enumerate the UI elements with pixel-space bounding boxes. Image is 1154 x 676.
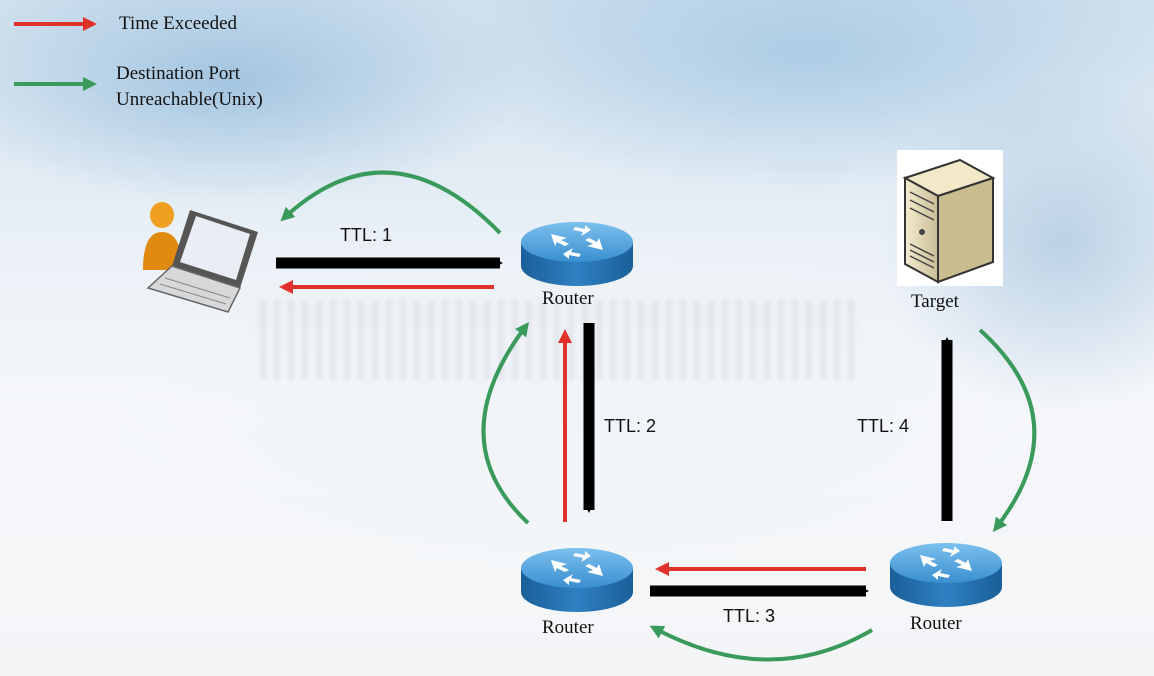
ttl-3-label: TTL: 3: [723, 606, 776, 626]
router-icon: [521, 548, 633, 612]
legend-dest-unreachable-label-line1: Destination Port: [116, 63, 241, 84]
dest-unreachable-arrow-4: [978, 328, 1037, 532]
legend-time-exceeded-label: Time Exceeded: [119, 13, 238, 34]
router-icon: [521, 222, 633, 286]
router-2-label: Router: [542, 617, 594, 638]
dest-unreachable-arrow-3: [649, 625, 874, 662]
ttl-2-label: TTL: 2: [604, 416, 657, 436]
laptop-user-icon: [143, 202, 258, 313]
legend-dest-unreachable-label-line2: Unreachable(Unix): [116, 89, 263, 110]
router-1-label: Router: [542, 288, 594, 309]
ttl-1-label: TTL: 1: [340, 225, 393, 245]
dest-unreachable-arrow-2: [481, 322, 530, 525]
router-icon: [890, 543, 1002, 607]
server-tower-icon: [897, 150, 1003, 286]
dest-unreachable-arrow-1: [280, 170, 502, 235]
target-label: Target: [911, 291, 959, 312]
ttl-4-label: TTL: 4: [857, 416, 910, 436]
router-3-label: Router: [910, 613, 962, 634]
